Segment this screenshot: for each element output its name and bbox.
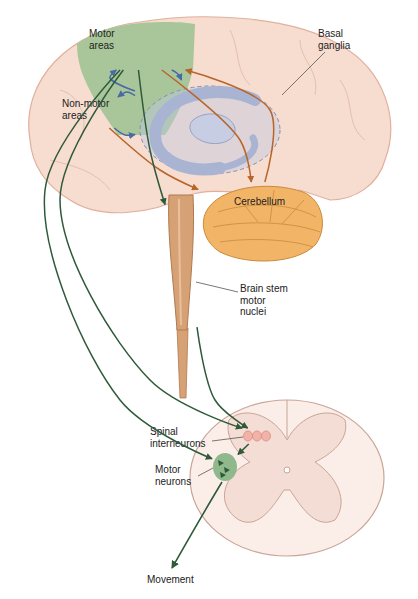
region-label: Motor neurons [155, 464, 200, 487]
motor-neuron-pool [213, 453, 237, 481]
cerebellum-shape [203, 186, 322, 261]
region-label: Cerebellum [234, 196, 304, 208]
brain-sulcus [340, 80, 365, 140]
region-shape [198, 182, 326, 262]
lentiform-nucleus [190, 114, 235, 144]
cerebellum-fissure [282, 200, 304, 224]
interneuron-cell [253, 431, 262, 441]
motor-area-shape [77, 22, 195, 70]
region-shape [165, 195, 197, 330]
spinal-cord-section [190, 400, 384, 556]
anatomy-region: Non-motor areas [62, 96, 118, 128]
brain-sulcus [300, 40, 316, 95]
central-canal [284, 467, 290, 473]
cerebellum-fissure [213, 223, 320, 232]
spinal-cord-tract [177, 328, 188, 398]
basal-ganglia-shape [155, 92, 255, 169]
cerebrum-outline [29, 17, 391, 213]
leader-line [198, 468, 213, 476]
basal-ganglia-tail [220, 138, 255, 168]
leader-line [212, 437, 243, 441]
motor-neuron-cell [224, 467, 230, 473]
motor-neuron-cell [218, 460, 224, 466]
region-shape [135, 80, 285, 180]
output-label: Movement [147, 574, 217, 586]
region-shape [212, 452, 238, 482]
pathway-arrow [114, 128, 135, 135]
brain-sulcus [230, 30, 250, 85]
brain-sulcus [50, 160, 110, 190]
motor-neuron-cell [220, 472, 226, 478]
pathway-arrow [110, 70, 135, 91]
pathway-arrow [118, 92, 135, 97]
anatomy-region: Basal ganglia [135, 80, 285, 180]
region-shape [242, 428, 272, 444]
brain-stem-shape [169, 195, 194, 330]
anatomy-region: Motor areas [75, 22, 195, 70]
pathway-arrow [238, 444, 249, 454]
dorsal-sulcus [287, 400, 288, 438]
region-label: Basal ganglia [318, 28, 368, 51]
leader-line [196, 282, 238, 292]
gray-matter [224, 413, 345, 522]
interneuron-cell [262, 431, 271, 441]
region-label: Brain stem motor nuclei [240, 283, 292, 318]
pathway-arrow [172, 70, 182, 80]
region-label: Spinal interneurons [150, 426, 220, 449]
anatomy-region: Spinal interneurons [242, 428, 272, 444]
interneuron-cell [244, 431, 253, 441]
leader-line [282, 52, 325, 95]
cerebellum-fissure [220, 240, 313, 247]
anatomy-region: Motor neurons [212, 452, 238, 482]
basal-ganglia-outline [140, 86, 280, 174]
anatomy-region: Cerebellum [198, 182, 326, 262]
region-label: Motor areas [89, 28, 131, 51]
anatomy-region: Brain stem motor nuclei [165, 195, 197, 330]
pathway-arrow [197, 327, 248, 428]
region-label: Non-motor areas [62, 98, 118, 121]
movement-arrow [172, 482, 222, 568]
brain-stem-highlight [179, 199, 181, 325]
